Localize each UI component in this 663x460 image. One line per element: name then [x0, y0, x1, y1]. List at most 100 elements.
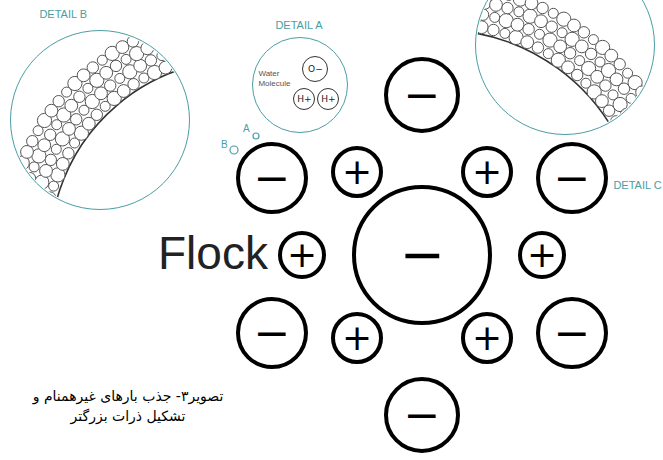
particle	[643, 124, 654, 135]
particle	[643, 97, 654, 108]
particle	[29, 162, 39, 172]
particle	[71, 114, 82, 125]
particle	[631, 101, 645, 115]
particle	[611, 116, 621, 126]
particle	[56, 158, 69, 171]
particle	[183, 55, 193, 65]
particle	[477, 9, 488, 20]
particle	[221, 21, 235, 35]
particle	[25, 259, 38, 272]
particle	[191, 39, 202, 50]
particle	[380, 24, 393, 37]
particle	[127, 36, 138, 47]
charge-sign: −	[404, 393, 441, 437]
particle	[193, 50, 207, 64]
particle	[157, 51, 167, 61]
particle	[578, 27, 589, 38]
particle	[288, 54, 302, 68]
particle	[0, 238, 12, 251]
particle	[653, 116, 663, 130]
charge-particle: +	[331, 312, 383, 364]
particle	[14, 267, 25, 278]
particle	[572, 69, 583, 80]
particle	[41, 203, 54, 216]
particle	[194, 12, 208, 26]
particle	[39, 228, 49, 238]
particle	[261, 35, 275, 49]
particle	[174, 29, 188, 43]
particle	[286, 41, 297, 52]
particle	[650, 108, 660, 118]
particle	[633, 131, 643, 141]
particle	[514, 7, 524, 17]
particle	[40, 165, 53, 178]
particle	[452, 4, 466, 18]
particle	[278, 53, 288, 63]
particle	[359, 33, 369, 43]
particle	[11, 242, 25, 256]
particle	[532, 42, 543, 53]
particle	[16, 194, 30, 208]
particle	[564, 48, 575, 59]
particle	[207, 11, 220, 24]
particle	[253, 48, 266, 61]
particle	[247, 23, 258, 34]
detail-circle: DETAIL AWater MoleculeO−H+H+	[252, 37, 348, 133]
particle	[242, 9, 256, 23]
particle	[639, 193, 650, 204]
particle	[25, 247, 36, 258]
particle	[535, 15, 548, 28]
flock-label: Flock	[158, 230, 268, 276]
particle	[14, 219, 25, 230]
charge-sign: −	[399, 228, 444, 282]
particle	[171, 58, 182, 69]
atom-symbol: H+	[297, 95, 311, 104]
particle	[205, 49, 218, 62]
charge-sign: +	[472, 320, 502, 356]
particle	[523, 24, 534, 35]
particle	[110, 60, 121, 71]
particle	[159, 61, 172, 74]
charge-sign: −	[254, 311, 291, 355]
charge-particle: −	[384, 57, 460, 133]
atom-symbol: O−	[308, 65, 323, 74]
particle	[53, 96, 64, 107]
charge-sign: −	[404, 73, 441, 117]
particle	[37, 262, 51, 276]
charge-particle: +	[461, 146, 513, 198]
particle	[620, 108, 633, 121]
particle	[415, 17, 429, 31]
charge-particle: −	[352, 185, 492, 325]
particle	[626, 147, 637, 158]
particle	[2, 202, 16, 216]
particle	[417, 5, 430, 18]
charge-sign: −	[554, 156, 591, 200]
particle	[186, 27, 199, 40]
particle	[488, 24, 499, 35]
particle	[511, 18, 524, 31]
particle	[651, 145, 663, 159]
particle	[360, 5, 371, 16]
particle	[428, 17, 441, 30]
particle	[463, 18, 477, 32]
particle	[546, 21, 557, 32]
particle	[636, 86, 649, 99]
charge-particle: −	[236, 297, 308, 369]
detail-note: Water Molecule	[258, 69, 296, 87]
particle	[45, 129, 56, 140]
particle	[45, 154, 56, 165]
particle	[652, 198, 663, 211]
particle	[25, 270, 39, 284]
particle	[502, 2, 513, 13]
particle	[91, 109, 102, 120]
detail-circle: DETAIL C	[475, 0, 655, 135]
charge-sign: −	[254, 156, 291, 200]
particle	[166, 44, 180, 58]
particle	[394, 0, 407, 8]
particle	[212, 24, 222, 34]
particle	[254, 10, 267, 23]
particle	[219, 10, 230, 21]
particle	[153, 38, 164, 49]
particle	[370, 14, 383, 27]
figure-caption: تصویر۳- جذب بارهای غیرهمنام و تشکیل ذرات…	[22, 386, 234, 427]
